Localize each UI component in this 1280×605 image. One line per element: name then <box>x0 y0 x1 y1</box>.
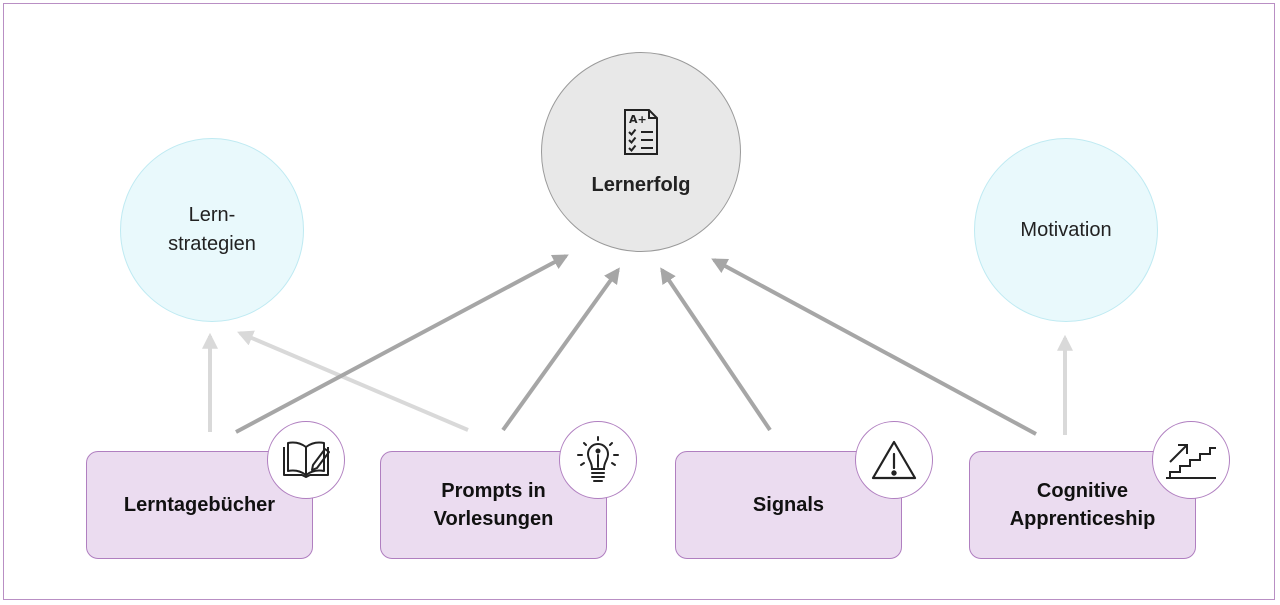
node-lernstrategien-line1: Lern- <box>188 204 236 226</box>
arrow-prompts-to-lernstrategien <box>237 330 469 432</box>
box-prompts-line1: Prompts in <box>441 480 546 502</box>
box-prompts-line2: Vorlesungen <box>433 508 554 530</box>
box-cognitive-line1: Cognitive <box>1036 480 1129 502</box>
open-book-pen-icon <box>267 421 345 499</box>
grade-checklist-icon: A+ <box>623 108 659 162</box>
box-lerntagebuecher-line1: Lerntagebücher <box>123 494 276 516</box>
node-motivation-label: Motivation <box>1020 218 1112 241</box>
box-cognitive-line2: Apprenticeship <box>1009 508 1156 530</box>
arrow-prompts-to-lernerfolg <box>501 267 620 432</box>
stairs-arrow-icon <box>1152 421 1230 499</box>
arrow-lerntagebuecher-to-lernerfolg <box>235 254 569 434</box>
warning-triangle-icon <box>855 421 933 499</box>
node-lernstrategien-line2: strategien <box>168 233 256 255</box>
box-signals: Signals <box>675 451 902 559</box>
node-lernerfolg: A+ Lernerfolg <box>541 52 741 252</box>
box-signals-line1: Signals <box>752 494 825 516</box>
svg-text:A+: A+ <box>629 113 647 126</box>
arrow-cognitive-to-lernerfolg <box>711 258 1037 436</box>
diagram-frame <box>3 3 1275 600</box>
lightbulb-icon <box>559 421 637 499</box>
arrow-signals-to-lernerfolg <box>660 267 772 432</box>
node-lernstrategien: Lern- strategien <box>120 138 304 322</box>
node-lernerfolg-label: Lernerfolg <box>591 173 691 196</box>
node-motivation: Motivation <box>974 138 1158 322</box>
